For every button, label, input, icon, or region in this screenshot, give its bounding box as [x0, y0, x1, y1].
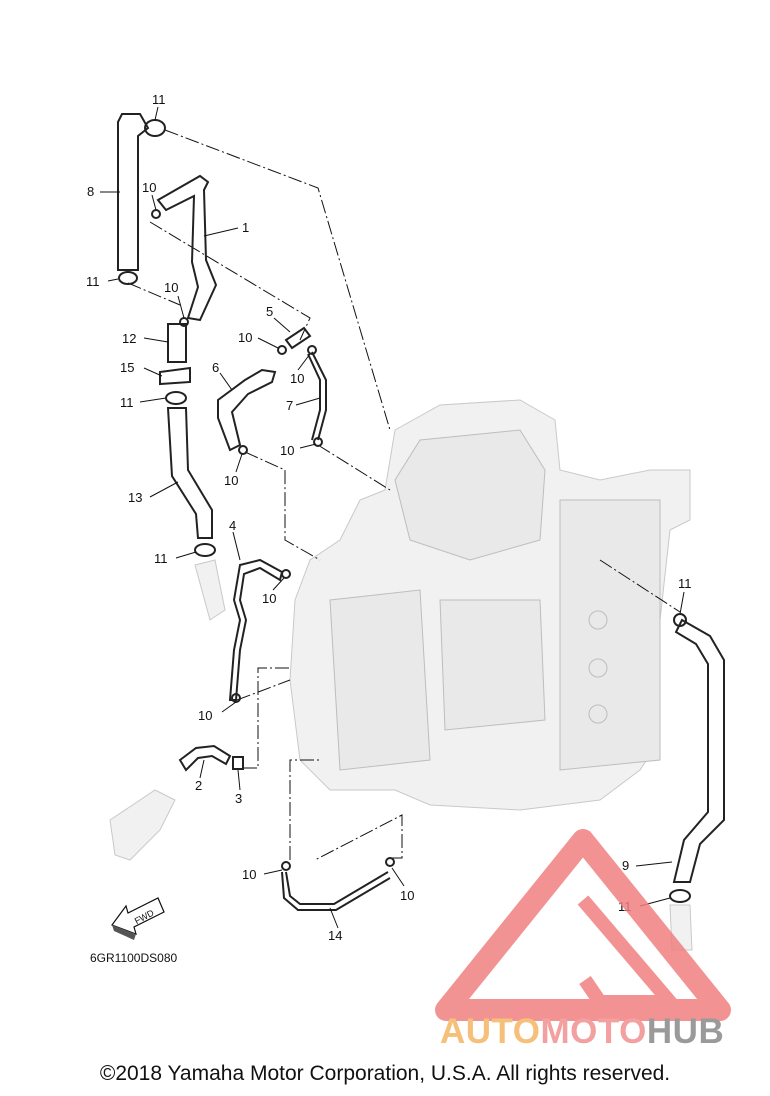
- callout-labels: 11 8 10 1 11 10 12 5 10 10 15 6 11 7 10 …: [86, 92, 692, 943]
- hose-2: [178, 744, 232, 772]
- joint-5: [284, 326, 312, 350]
- callout-11: 11: [120, 395, 134, 410]
- watermark-auto: AUTO: [440, 1012, 541, 1051]
- callout-10: 10: [164, 280, 178, 295]
- callout-15: 15: [120, 360, 134, 375]
- joint-3: [232, 756, 244, 770]
- callout-11: 11: [152, 92, 166, 107]
- hose-6: [217, 368, 277, 452]
- hose-1: [156, 174, 218, 322]
- engine-block-ghost: [109, 399, 693, 951]
- callout-12: 12: [122, 331, 136, 346]
- callout-10: 10: [280, 443, 294, 458]
- callout-6: 6: [212, 360, 219, 375]
- callout-13: 13: [128, 490, 142, 505]
- callout-5: 5: [266, 304, 273, 319]
- callout-10: 10: [238, 330, 252, 345]
- watermark-moto: MOTO: [540, 1012, 647, 1051]
- callout-8: 8: [87, 184, 94, 199]
- callout-11: 11: [154, 551, 168, 566]
- callout-10: 10: [198, 708, 212, 723]
- hose-8: [117, 113, 150, 271]
- hose-14: [281, 871, 391, 911]
- callout-10: 10: [400, 888, 414, 903]
- watermark-hub: HUB: [646, 1012, 725, 1051]
- copyright-notice: ©2018 Yamaha Motor Corporation, U.S.A. A…: [99, 1062, 671, 1085]
- callout-9: 9: [622, 858, 629, 873]
- fwd-arrow-icon: FWD: [111, 897, 165, 940]
- callout-10: 10: [224, 473, 238, 488]
- callout-7: 7: [286, 398, 293, 413]
- callout-11: 11: [86, 274, 100, 289]
- callout-10: 10: [242, 867, 256, 882]
- callout-14: 14: [328, 928, 342, 943]
- watermark-text: AUTOMOTOHUB: [440, 1012, 724, 1052]
- hose-9: [672, 618, 725, 883]
- hose-13: [166, 407, 213, 539]
- hose-4: [228, 558, 284, 701]
- callout-11: 11: [678, 576, 692, 591]
- hose-7: [307, 351, 327, 441]
- callout-3: 3: [235, 791, 242, 806]
- callout-leaders: [100, 106, 685, 929]
- callout-10: 10: [262, 591, 276, 606]
- assembly-lines: [127, 129, 681, 861]
- watermark-logo-icon: [435, 829, 731, 1021]
- callout-4: 4: [229, 518, 236, 533]
- pipe-12: [167, 323, 187, 363]
- callout-2: 2: [195, 778, 202, 793]
- callout-10: 10: [290, 371, 304, 386]
- callout-10: 10: [142, 180, 156, 195]
- clamp-15: [159, 366, 191, 386]
- callout-1: 1: [242, 220, 249, 235]
- diagram-code: 6GR1100DS080: [90, 951, 177, 965]
